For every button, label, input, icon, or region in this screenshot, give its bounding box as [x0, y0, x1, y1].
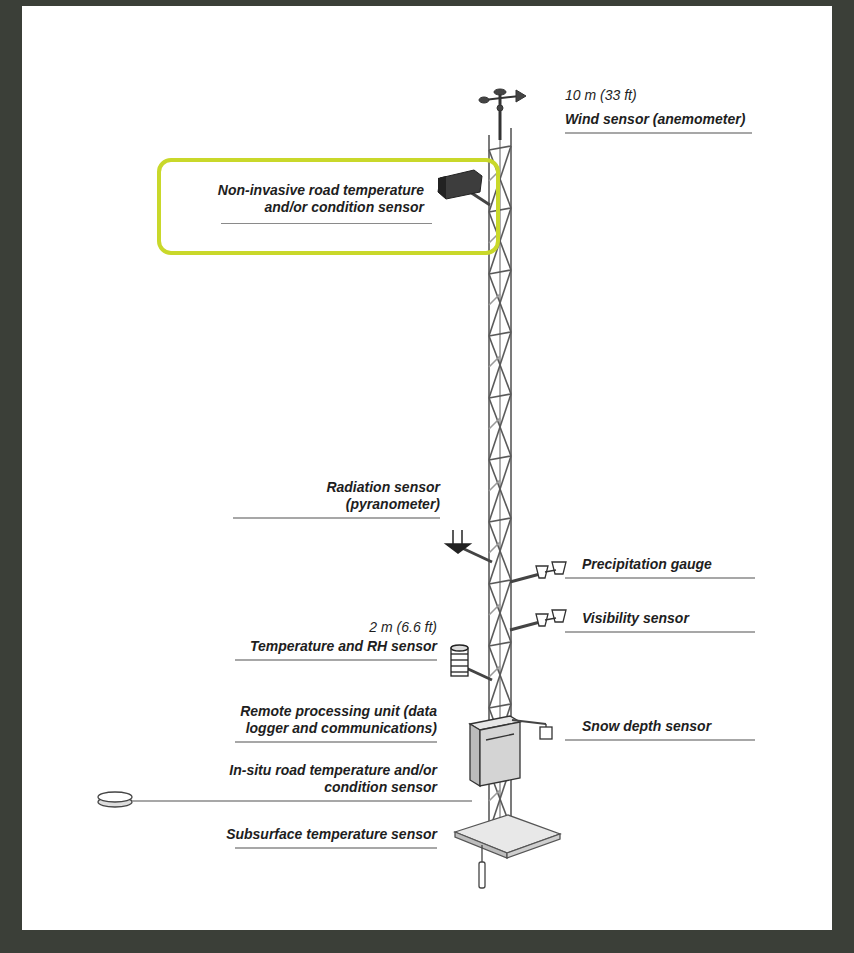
page-panel [22, 6, 832, 930]
label-underline [565, 577, 755, 579]
subsurface-probe [479, 845, 485, 888]
label-underline [235, 847, 437, 849]
sensor-label: In-situ road temperature and/or conditio… [187, 762, 437, 796]
sensor-label: Remote processing unit (data logger and … [202, 703, 437, 737]
height-mark: 10 m (33 ft) [565, 87, 765, 104]
sensor-label: Non-invasive road temperature and/or con… [181, 182, 424, 216]
label-underlines [132, 133, 755, 848]
label-underline [233, 517, 440, 519]
sensor-label: Visibility sensor [582, 610, 782, 627]
label-underline [565, 132, 752, 134]
in-situ-puck [98, 792, 132, 807]
pyranometer [446, 530, 492, 562]
anemometer [479, 89, 526, 140]
non-invasive-sensor [438, 170, 490, 205]
label-underline [565, 631, 755, 633]
sensor-cable [132, 800, 472, 802]
sensor-label: Subsurface temperature sensor [187, 826, 437, 843]
precipitation-gauge [510, 562, 566, 582]
snow-depth-sensor [512, 720, 552, 739]
sensor-label: Temperature and RH sensor [207, 638, 437, 655]
label-underline [235, 741, 437, 743]
label-underline [221, 223, 432, 224]
label-underline [235, 659, 437, 661]
processing-unit [470, 716, 520, 786]
sensor-label: Wind sensor (anemometer) [565, 111, 785, 128]
sensor-label: Radiation sensor (pyranometer) [290, 479, 440, 513]
base-plate [455, 815, 560, 858]
sensor-label: Snow depth sensor [582, 718, 782, 735]
temperature-rh-sensor [451, 645, 492, 680]
sensor-label: Precipitation gauge [582, 556, 782, 573]
visibility-sensor [510, 610, 566, 630]
highlight-frame: Non-invasive road temperature and/or con… [157, 158, 500, 255]
label-underline [565, 739, 755, 741]
height-mark: 2 m (6.6 ft) [237, 619, 437, 636]
